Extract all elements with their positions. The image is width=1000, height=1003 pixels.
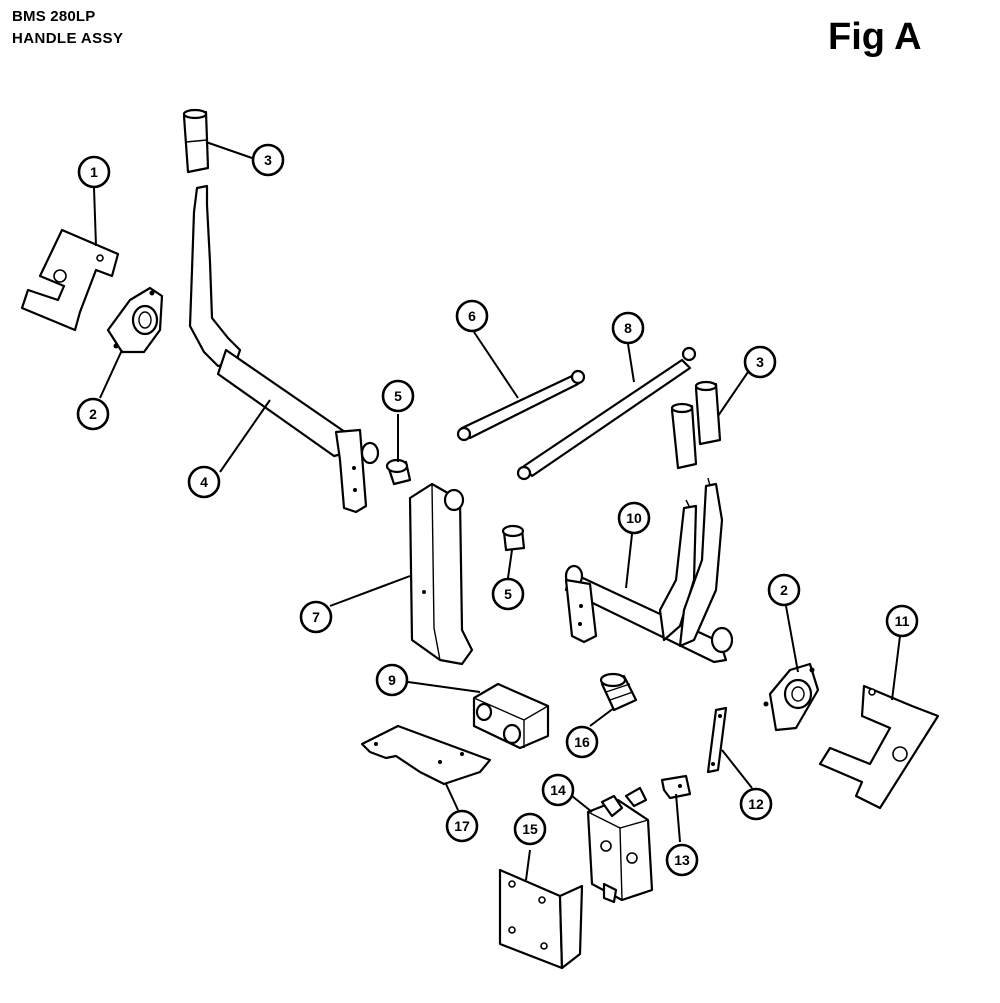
part-11-bracket: [818, 684, 940, 810]
callout-9-label: 9: [388, 672, 396, 688]
callout-1: 1: [77, 155, 111, 189]
part-1-bracket: [20, 228, 120, 332]
callout-3-right-label: 3: [756, 354, 764, 370]
part-2-flange-bearing-right: [763, 662, 820, 732]
part-17-plate: [360, 724, 492, 786]
assembly-title: HANDLE ASSY: [12, 30, 124, 47]
callout-6: 6: [455, 299, 489, 333]
callout-10: 10: [617, 501, 651, 535]
callout-14: 14: [541, 773, 575, 807]
callout-2-right-label: 2: [780, 582, 788, 598]
part-16-coupling: [599, 672, 638, 712]
callout-15: 15: [513, 812, 547, 846]
leader-lines: [93, 141, 901, 881]
part-15-angle-bracket: [498, 868, 584, 970]
part-8-long-link-rod: [516, 346, 697, 481]
figure-label: Fig A: [828, 16, 922, 58]
callout-5-upper-label: 5: [394, 388, 402, 404]
callout-4: 4: [187, 465, 221, 499]
callout-9: 9: [375, 663, 409, 697]
part-5-bushing-upper: [385, 458, 412, 486]
callout-13-label: 13: [674, 852, 690, 868]
part-3-handle-grips-right: [670, 380, 722, 470]
callout-8-label: 8: [624, 320, 632, 336]
callout-5-lower-label: 5: [504, 586, 512, 602]
callout-3-top-label: 3: [264, 152, 272, 168]
callout-17: 17: [445, 809, 479, 843]
callout-13: 13: [665, 843, 699, 877]
part-12-flat-link: [706, 706, 728, 774]
part-10-dual-lever: [564, 477, 734, 664]
callout-11-label: 11: [895, 613, 910, 629]
callout-2-left-label: 2: [89, 406, 97, 422]
callout-7-label: 7: [312, 609, 320, 625]
part-7-vertical-bracket: [408, 482, 474, 666]
callout-10-label: 10: [626, 510, 642, 526]
part-2-flange-bearing-left: [106, 286, 164, 354]
part-5-bushing-lower: [501, 524, 526, 552]
callout-16: 16: [565, 725, 599, 759]
model-title: BMS 280LP: [12, 8, 96, 25]
part-9-valve-block: [472, 682, 550, 750]
callout-2-right: 2: [767, 573, 801, 607]
callout-2-left: 2: [76, 397, 110, 431]
part-14-control-valve: [586, 786, 654, 904]
callout-1-label: 1: [90, 164, 98, 180]
callout-7: 7: [299, 600, 333, 634]
callout-6-label: 6: [468, 308, 476, 324]
callout-14-label: 14: [550, 782, 566, 798]
callout-5-lower: 5: [491, 577, 525, 611]
callout-4-label: 4: [200, 474, 208, 490]
part-4-handle-lever: [188, 184, 380, 514]
callout-11: 11: [885, 604, 919, 638]
callout-16-label: 16: [574, 734, 590, 750]
callout-5-upper: 5: [381, 379, 415, 413]
callout-3-top: 3: [251, 143, 285, 177]
part-3-handle-grip-top: [182, 108, 210, 174]
part-13-clip: [660, 774, 692, 800]
callout-17-label: 17: [454, 818, 470, 834]
callout-8: 8: [611, 311, 645, 345]
callout-15-label: 15: [522, 821, 538, 837]
callout-12-label: 12: [748, 796, 764, 812]
callout-3-right: 3: [743, 345, 777, 379]
part-6-link-rod: [456, 369, 586, 442]
callout-12: 12: [739, 787, 773, 821]
